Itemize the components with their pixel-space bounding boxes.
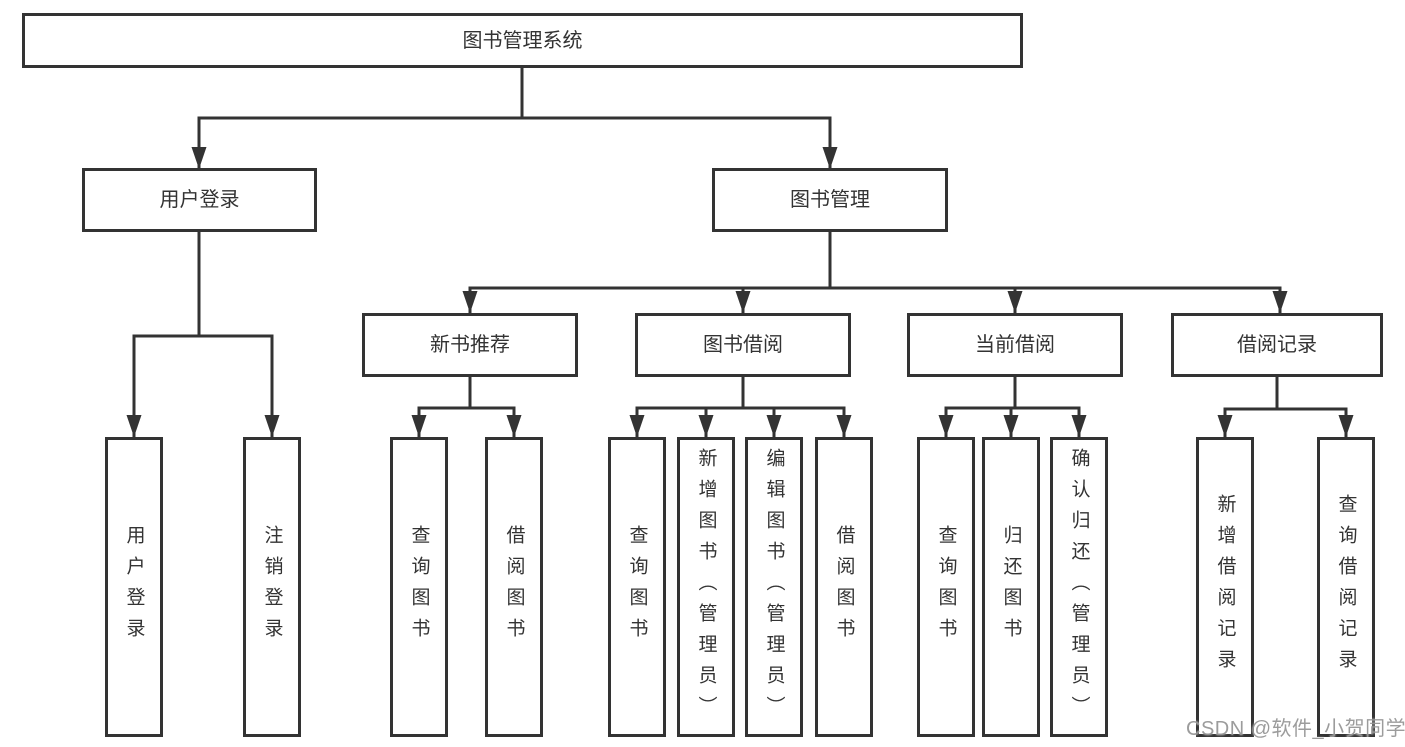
node-user-login-label: 用户登录 <box>159 189 240 211</box>
node-current-borrow-label: 当前借阅 <box>975 334 1055 356</box>
node-book-borrow-label: 图书借阅 <box>703 334 783 356</box>
edge-root-to-level2 <box>191 66 838 171</box>
leaf-logout: 注销登录 <box>243 437 301 737</box>
leaf-bb-query-book: 查询图书 <box>608 437 666 737</box>
leaf-bb-add-book-label: 新增图书（管理员） <box>695 447 717 727</box>
node-book-mgmt: 图书管理 <box>712 168 948 232</box>
csdn-watermark: CSDN @软件_小贺同学 <box>1186 718 1405 740</box>
edge-current-borrow-to-leaves <box>938 375 1087 439</box>
leaf-user-login: 用户登录 <box>105 437 163 737</box>
node-book-mgmt-label: 图书管理 <box>790 189 870 211</box>
node-root-label: 图书管理系统 <box>462 29 583 52</box>
leaf-nbr-borrow-book: 借阅图书 <box>485 437 543 737</box>
leaf-nbr-query-book-label: 查询图书 <box>408 525 430 649</box>
leaf-cb-return-book: 归还图书 <box>982 437 1040 737</box>
leaf-cb-confirm-return-label: 确认归还（管理员） <box>1068 447 1090 727</box>
leaf-bb-query-book-label: 查询图书 <box>626 525 648 649</box>
node-borrow-record-label: 借阅记录 <box>1237 334 1317 356</box>
node-current-borrow: 当前借阅 <box>907 313 1123 377</box>
leaf-logout-label: 注销登录 <box>261 525 283 649</box>
leaf-nbr-query-book: 查询图书 <box>390 437 448 737</box>
node-new-book-rec: 新书推荐 <box>362 313 578 377</box>
leaf-br-add-record-label: 新增借阅记录 <box>1214 494 1236 680</box>
node-borrow-record: 借阅记录 <box>1171 313 1383 377</box>
edge-book-mgmt-to-level3 <box>462 230 1288 315</box>
leaf-bb-edit-book: 编辑图书（管理员） <box>745 437 803 737</box>
leaf-br-query-record: 查询借阅记录 <box>1317 437 1375 737</box>
leaf-cb-query-book: 查询图书 <box>917 437 975 737</box>
edge-user-login-to-leaves <box>126 230 280 439</box>
leaf-bb-add-book: 新增图书（管理员） <box>677 437 735 737</box>
node-root: 图书管理系统 <box>22 13 1023 68</box>
leaf-bb-edit-book-label: 编辑图书（管理员） <box>763 447 785 727</box>
edge-borrow-record-to-leaves <box>1217 375 1354 439</box>
leaf-cb-query-book-label: 查询图书 <box>935 525 957 649</box>
leaf-bb-borrow-book: 借阅图书 <box>815 437 873 737</box>
leaf-bb-borrow-book-label: 借阅图书 <box>833 525 855 649</box>
leaf-nbr-borrow-book-label: 借阅图书 <box>503 525 525 649</box>
leaf-br-query-record-label: 查询借阅记录 <box>1335 494 1357 680</box>
leaf-cb-return-book-label: 归还图书 <box>1000 525 1022 649</box>
leaf-br-add-record: 新增借阅记录 <box>1196 437 1254 737</box>
node-user-login: 用户登录 <box>82 168 317 232</box>
edge-new-book-rec-to-leaves <box>411 375 522 439</box>
leaf-user-login-label: 用户登录 <box>123 525 145 649</box>
edge-book-borrow-to-leaves <box>629 375 852 439</box>
node-new-book-rec-label: 新书推荐 <box>430 334 510 356</box>
leaf-cb-confirm-return: 确认归还（管理员） <box>1050 437 1108 737</box>
node-book-borrow: 图书借阅 <box>635 313 851 377</box>
